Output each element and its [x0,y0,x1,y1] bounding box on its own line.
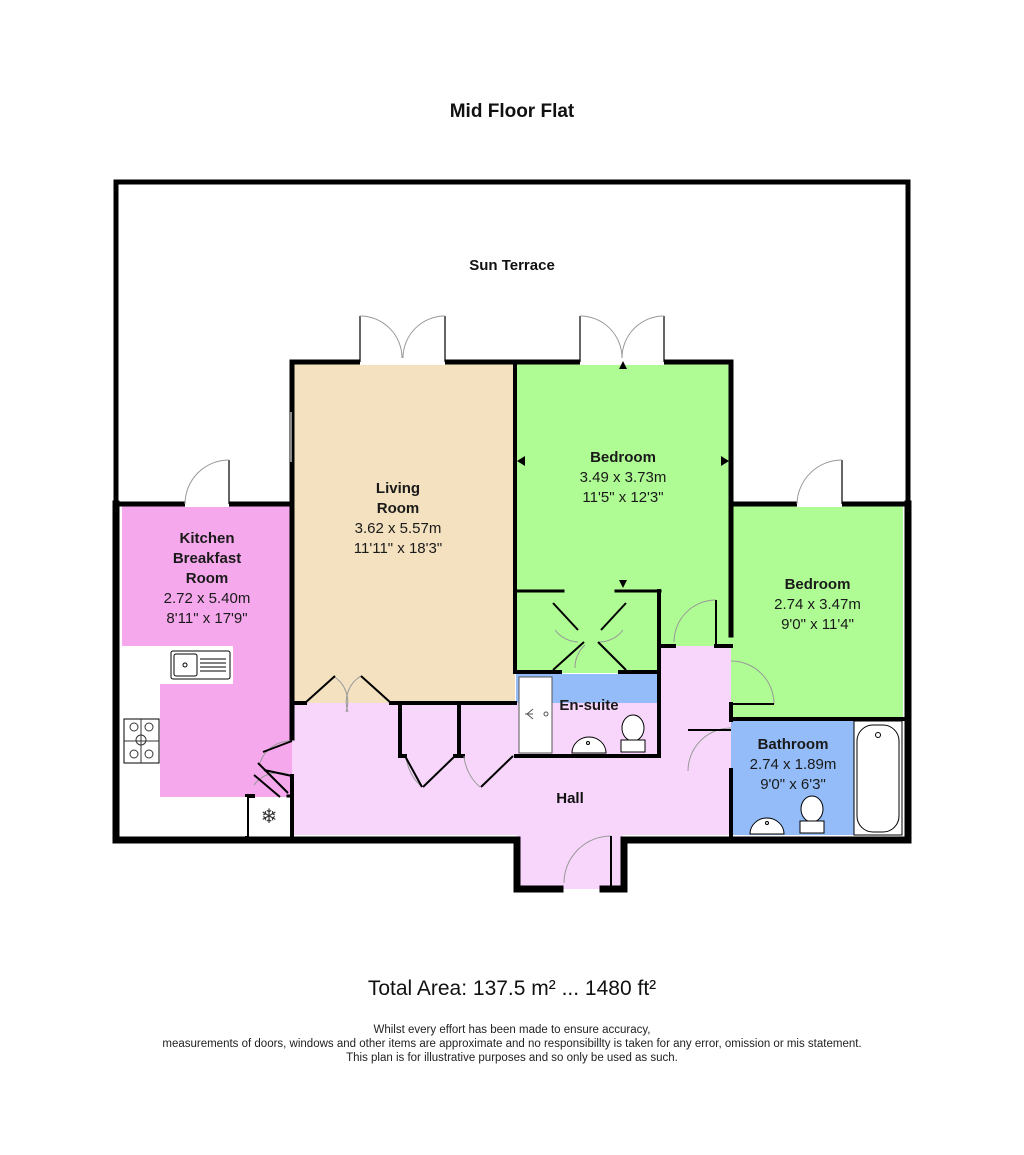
washbasin-icon [749,817,785,835]
kitchen-metric: 2.72 x 5.40m [163,590,251,607]
bathroom-label: Bathroom 2.74 x 1.89m 9'0" x 6'3" [733,735,853,795]
room-hall-upper [660,646,731,706]
toilet-icon [799,795,825,834]
washbasin-icon [571,736,607,754]
living-room-label: Living Room 3.62 x 5.57m 11'11" x 18'3" [298,479,498,559]
room-living [292,363,515,703]
bedroom-1-label: Bedroom 3.49 x 3.73m 11'5" x 12'3" [523,448,723,508]
sink-icon [170,650,231,680]
living-metric: 3.62 x 5.57m [354,520,442,537]
plan-title: Mid Floor Flat [449,101,575,122]
floor-plan: ❄ [112,179,912,893]
bedroom-1-imperial: 11'5" x 12'3" [582,489,664,506]
fridge-freezer-icon: ❄ [249,798,289,834]
room-bedroom-2 [730,506,903,719]
disclaimer-line-3: This plan is for illustrative purposes a… [346,1052,678,1064]
svg-text:❄: ❄ [261,804,278,828]
bedroom-2-label: Bedroom 2.74 x 3.47m 9'0" x 11'4" [735,575,900,635]
bath-icon [853,720,903,836]
room-kitchen [122,506,292,646]
kitchen-imperial: 8'11" x 17'9" [166,610,248,627]
room-bedroom-1 [515,363,730,673]
kitchen-label: Kitchen Breakfast Room 2.72 x 5.40m 8'11… [122,529,292,629]
room-hall-entrance [517,834,623,889]
disclaimer: Whilst every effort has been made to ens… [0,1023,1024,1065]
bedroom-2-imperial: 9'0" x 11'4" [781,616,854,633]
bedroom-1-metric: 3.49 x 3.73m [579,469,667,486]
bathroom-imperial: 9'0" x 6'3" [760,776,826,793]
ensuite-label: En-suite [559,697,619,714]
room-bathroom [731,721,854,835]
toilet-icon [620,714,646,753]
total-area: Total Area: 137.5 m² ... 1480 ft² [367,977,657,1000]
hall-label: Hall [556,790,584,807]
bathroom-metric: 2.74 x 1.89m [749,756,837,773]
shower-icon [518,676,553,754]
disclaimer-line-2: measurements of doors, windows and other… [162,1038,862,1050]
walls-and-doors: ❄ [112,179,912,893]
living-imperial: 11'11" x 18'3" [353,540,443,557]
bedroom-2-metric: 2.74 x 3.47m [774,596,861,613]
hob-icon [123,718,160,764]
sun-terrace-label: Sun Terrace [469,257,555,274]
disclaimer-line-1: Whilst every effort has been made to ens… [373,1024,651,1036]
